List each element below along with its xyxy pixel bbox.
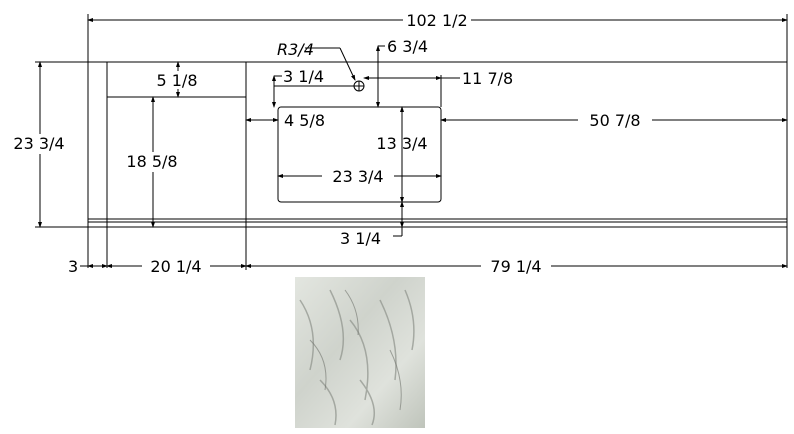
dimension-label: 23 3/4 (332, 167, 383, 186)
dim-sink-front-offset: 3 1/4 (340, 201, 404, 248)
dimension-label: 79 1/4 (490, 257, 541, 276)
dimension-label: 3 1/4 (283, 67, 324, 86)
dimension-label: R3/4 (277, 40, 314, 59)
dim-overall-depth: 23 3/4 (2, 61, 88, 228)
dimension-label: 11 7/8 (462, 69, 513, 88)
dim-faucet-radius: R3/4 (277, 40, 356, 81)
dim-end-strip: 3 (68, 257, 108, 276)
countertop-outline (87, 61, 788, 270)
dim-sink-depth: 13 3/4 (366, 106, 428, 203)
dimension-label: 18 5/8 (126, 152, 177, 171)
dim-faucet-to-edge: 6 3/4 (376, 37, 428, 108)
dimension-label: 23 3/4 (13, 134, 64, 153)
dim-sink-width: 23 3/4 (277, 167, 442, 186)
dim-faucet-to-sink: 3 1/4 (272, 67, 354, 108)
sink-cutout (277, 106, 442, 203)
dim-side-depth: 18 5/8 (116, 96, 188, 228)
dimension-label: 50 7/8 (589, 111, 640, 130)
marble-swatch (295, 277, 425, 428)
dim-overall-length: 102 1/2 (87, 10, 788, 62)
dim-sink-right-offset: 50 7/8 (440, 110, 788, 130)
dim-left-section: 20 1/4 (106, 256, 247, 276)
dimension-label: 13 3/4 (376, 134, 427, 153)
dimension-label: 3 (68, 257, 78, 276)
dim-sink-left-offset: 4 5/8 (245, 111, 325, 130)
dim-backsplash: 5 1/8 (146, 61, 208, 98)
dimension-label: 4 5/8 (284, 111, 325, 130)
dimension-label: 6 3/4 (387, 37, 428, 56)
dimension-label: 20 1/4 (150, 257, 201, 276)
dimension-label: 5 1/8 (156, 71, 197, 90)
dimension-label: 102 1/2 (406, 11, 467, 30)
dim-faucet-offset: 11 7/8 (363, 69, 513, 107)
dim-right-section: 79 1/4 (245, 256, 788, 276)
dimension-label: 3 1/4 (340, 229, 381, 248)
